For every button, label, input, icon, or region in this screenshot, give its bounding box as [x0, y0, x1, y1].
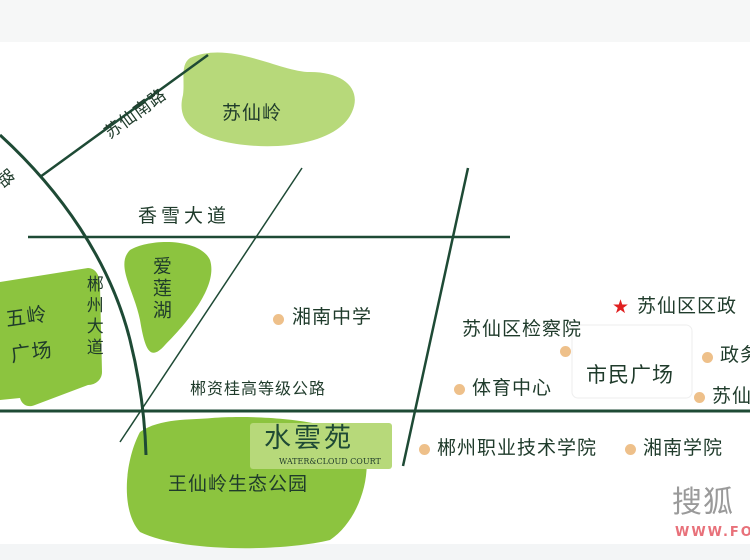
suxianling-label: 苏仙岭 [222, 102, 283, 124]
poi-vocational-college: 郴州职业技术学院 [437, 437, 598, 459]
wangxianling-label: 王仙岭生态公园 [168, 473, 309, 495]
poi-district-gov: 苏仙区区政 [637, 295, 738, 317]
poi-xiangnan-middle: 湘南中学 [292, 306, 373, 328]
poi-dot [273, 314, 284, 325]
poi-dot [702, 352, 713, 363]
poi-dot [694, 392, 705, 403]
watermark-url: WWW.FO [675, 525, 750, 540]
civic-square-label: 市民广场 [586, 363, 674, 387]
civic-square-box [571, 324, 693, 399]
suxianling-area [181, 52, 355, 147]
chenzigui-road-label: 郴资桂高等级公路 [190, 379, 327, 398]
roads [0, 53, 750, 467]
ailianhu-area [124, 241, 212, 353]
star-icon: ★ [612, 296, 630, 318]
project-english-name: WATER&CLOUD COURT [279, 457, 381, 466]
ailianhu-label: 爱莲湖 [149, 256, 172, 322]
xiangxue-avenue-label: 香雪大道 [138, 205, 231, 227]
chenzhou-avenue-label: 郴州大道 [82, 275, 103, 359]
poi-procuratorate: 苏仙区检察院 [462, 318, 583, 340]
poi-dot [419, 444, 430, 455]
poi-sports-center: 体育中心 [472, 377, 553, 399]
top-band [0, 0, 750, 42]
poi-dot [560, 346, 571, 357]
east-road [401, 167, 470, 467]
suxian-south-road [39, 53, 209, 179]
bottom-band [0, 544, 750, 560]
chenzhou-avenue-road [0, 133, 148, 456]
wuling-square-area [0, 268, 102, 407]
poi-dot [625, 444, 636, 455]
diagonal-road [119, 167, 303, 443]
wuling-square-label: 五岭广场 [4, 301, 55, 367]
poi-gov-affairs: 政务 [720, 344, 750, 366]
poi-dot [454, 384, 465, 395]
project-name: 水雲苑 [264, 423, 354, 454]
watermark-logo: 搜狐 [672, 485, 734, 520]
poi-suxian-partial: 苏仙 [712, 385, 750, 407]
project-label-box [250, 423, 392, 469]
poi-xiangnan-college: 湘南学院 [643, 437, 724, 459]
